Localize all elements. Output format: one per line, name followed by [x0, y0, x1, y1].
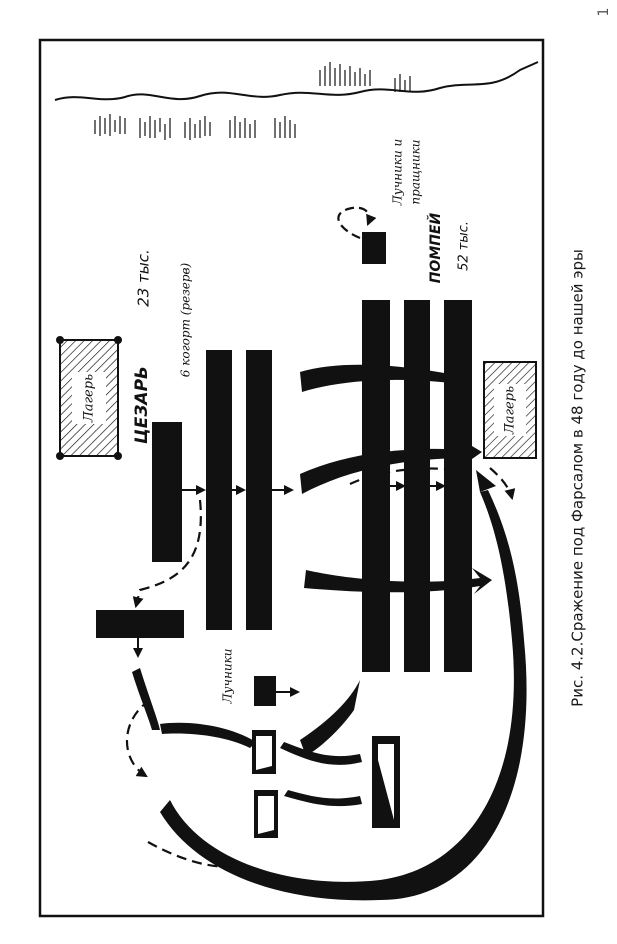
caesar-legion-block: [152, 422, 182, 562]
hill-hatching: [94, 62, 411, 140]
caesar-line-1: [206, 350, 232, 630]
pompey-archers-label-2: пращники: [409, 139, 423, 204]
figure-caption: Рис. 4.2.Сражение под Фарсалом в 48 году…: [569, 249, 587, 707]
river-line: [54, 61, 539, 101]
advance-arrows: [133, 481, 446, 697]
flank-attack-head: [476, 470, 496, 492]
caesar-title: ЦЕЗАРЬ: [132, 366, 152, 444]
caesar-camp: Лагерь: [56, 336, 122, 460]
caesar-reserve-block: [96, 610, 184, 638]
pompey-title: ПОМПЕЙ: [427, 212, 444, 283]
caesar-thrusts: [300, 364, 492, 594]
pompey-legions: [362, 232, 472, 672]
pompey-cavalry-sweep-2: [284, 790, 362, 807]
pompey-archers-label-1: Лучники и: [391, 139, 405, 207]
pompey-line-2: [404, 300, 430, 672]
pompey-cavalry-sweep: [280, 742, 362, 765]
pompey-camp: Лагерь: [483, 361, 537, 459]
margin-mark: 1: [596, 8, 612, 17]
caesar-cavalry-inner: [256, 736, 274, 834]
pompey-camp-label: Лагерь: [503, 386, 518, 435]
caesar-archers-label: Лучники: [221, 649, 235, 705]
caesar-line-2: [246, 350, 272, 630]
pompey-line-1: [362, 300, 390, 672]
caesar-archer-block: [254, 676, 276, 706]
pompey-archers-block: [362, 232, 386, 264]
reserve-movements: [125, 463, 516, 873]
pompey-strength: 52 тыс.: [457, 221, 472, 271]
caesar-strength: 23 тыс.: [135, 249, 153, 306]
caesar-reserve-label: 6 когорт (резерв): [179, 262, 193, 377]
cavalry-counter: [132, 668, 360, 756]
pompey-cavalry: [372, 736, 400, 828]
archers-curve-arrow: [337, 206, 377, 240]
caesar-camp-label: Лагерь: [82, 374, 97, 423]
pompey-line-3: [444, 300, 472, 672]
